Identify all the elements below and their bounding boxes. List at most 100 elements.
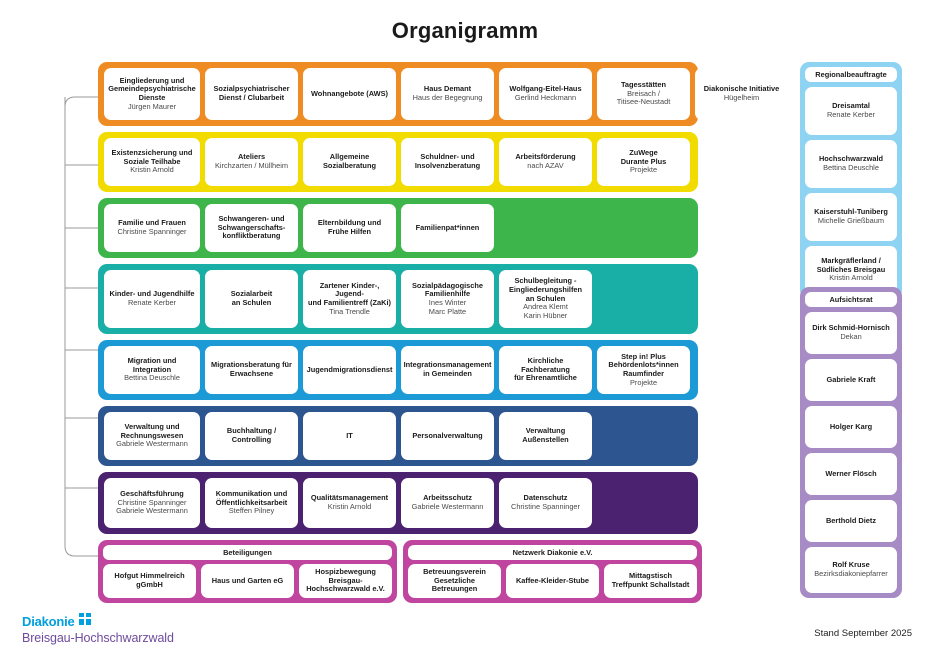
org-card-title: und Familientreff (ZaKi) (308, 298, 391, 307)
org-card-title: Verwaltung und (124, 421, 180, 431)
sidebar-card[interactable]: Holger Karg (805, 406, 897, 448)
org-card-title: Step in! Plus (621, 351, 666, 361)
org-card[interactable]: Wohnangebote (AWS) (303, 68, 396, 120)
org-card-title: Verwaltung (525, 426, 566, 436)
sidebar-card-subtitle: Bezirksdiakoniepfarrer (814, 569, 888, 578)
org-card[interactable]: Buchhaltung /Controlling (205, 412, 298, 460)
sidebar-card-title: Berthold Dietz (825, 515, 877, 525)
org-card[interactable]: Personalverwaltung (401, 412, 494, 460)
org-card[interactable]: Jugendmigrationsdienst (303, 346, 396, 394)
sidebar-card[interactable]: Gabriele Kraft (805, 359, 897, 401)
org-card-title: Qualitätsmanagement (310, 493, 389, 503)
beteiligungen-card[interactable]: Hofgut Himmelreich gGmbH (103, 564, 196, 598)
org-card-title: Jugendmigrationsdienst (306, 364, 393, 374)
org-card-subtitle: Renate Kerber (127, 298, 177, 307)
org-card-title: Arbeitsschutz (423, 493, 472, 503)
beteiligungen-card-label: Kaffee-Kleider-Stube (515, 575, 590, 585)
org-card-title: Sozialarbeit (230, 289, 273, 299)
logo-subtitle: Breisgau-Hochschwarzwald (22, 631, 174, 645)
sidebar-heading: Regionalbeauftragte (805, 67, 897, 82)
sidebar-card[interactable]: Werner Flösch (805, 453, 897, 495)
org-card-subtitle: Gabriele Westermann (116, 506, 188, 516)
org-card-title: Außenstellen (522, 435, 569, 444)
org-card-subtitle: Hügelheim (723, 93, 760, 102)
org-card[interactable]: Zartener Kinder-, Jugend-und Familientre… (303, 270, 396, 328)
org-card-title: Ateliers (237, 152, 266, 162)
org-card-title: Kinder- und Jugendhilfe (109, 289, 195, 299)
org-card[interactable]: IT (303, 412, 396, 460)
beteiligungen-group-heading: Beteiligungen (103, 545, 392, 560)
sidebar-card-title: Markgräflerland / (821, 255, 881, 265)
org-card-subtitle: Breisach / (627, 88, 660, 98)
page-title: Organigramm (391, 18, 539, 43)
sidebar-card-title: Holger Karg (829, 421, 873, 431)
sidebar-card-title: Hochschwarzwald (818, 154, 884, 164)
org-card-title: Öffentlichkeitsarbeit (215, 497, 288, 507)
org-card-title: Rechnungswesen (120, 430, 184, 440)
beteiligungen-card[interactable]: Haus und Garten eG (201, 564, 294, 598)
org-card[interactable]: Familienpat*innen (401, 204, 494, 252)
org-card-subtitle: Kristin Arnold (130, 165, 174, 175)
sidebar-card[interactable]: Berthold Dietz (805, 500, 897, 542)
org-card-title: in Gemeinden (423, 369, 472, 378)
org-card-title: ZuWege (629, 147, 658, 157)
beteiligungen-card[interactable]: Hospizbewegung Breisgau-Hochschwarzwald … (299, 564, 392, 598)
org-card-title: Schwangerschafts- (217, 222, 286, 232)
org-card-subtitle: Marc Platte (428, 306, 467, 316)
logo-wordmark: Diakonie (22, 613, 75, 629)
sidebar-card-title: Kaiserstuhl-Tuniberg (814, 207, 888, 217)
org-card-title: Migrationsberatung für (211, 360, 292, 370)
tree-connector (64, 96, 110, 557)
org-card-title: Zartener Kinder-, Jugend- (319, 280, 380, 299)
org-card-subtitle: Kirchzarten / Müllheim (214, 161, 289, 170)
org-card-subtitle: Christine Spanninger (117, 497, 187, 507)
stand-date: Stand September 2025 (814, 628, 912, 639)
beteiligungen-card[interactable]: Kaffee-Kleider-Stube (506, 564, 599, 598)
org-card-title: IT (346, 430, 353, 440)
org-card-title: Integrationsmanagement (403, 360, 492, 370)
